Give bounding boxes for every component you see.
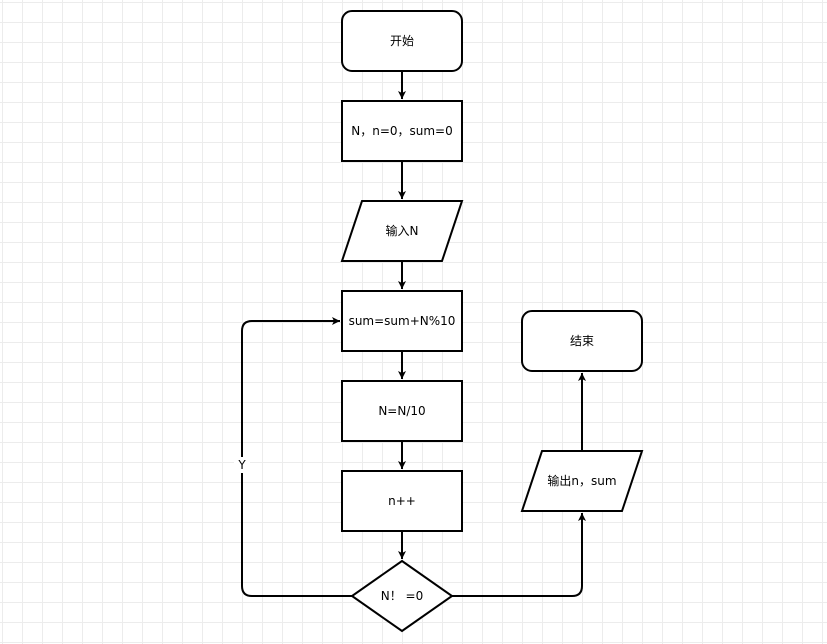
- node-accumulate-label: sum=sum+N%10: [349, 314, 456, 328]
- node-output[interactable]: 输出n，sum: [520, 450, 644, 512]
- node-init-label: N，n=0，sum=0: [351, 124, 453, 138]
- process-shape: [341, 100, 463, 162]
- terminator-shape: [341, 10, 463, 72]
- process-shape: [341, 470, 463, 532]
- node-divide[interactable]: N=N/10: [341, 380, 463, 442]
- node-input-label: 输入N: [386, 223, 419, 238]
- node-init[interactable]: N，n=0，sum=0: [341, 100, 463, 162]
- node-output-label: 输出n，sum: [547, 473, 616, 488]
- node-start-label: 开始: [390, 34, 414, 48]
- edge-condition-to-output: [452, 513, 586, 597]
- io-shape: [520, 450, 644, 512]
- node-end-label: 结束: [570, 334, 594, 348]
- node-input[interactable]: 输入N: [340, 200, 464, 262]
- terminator-shape: [521, 310, 643, 372]
- node-divide-label: N=N/10: [378, 404, 425, 418]
- node-accumulate[interactable]: sum=sum+N%10: [341, 290, 463, 352]
- decision-shape: [350, 559, 454, 633]
- node-condition[interactable]: N！ =0: [350, 559, 454, 633]
- io-shape: [340, 200, 464, 262]
- loop-label-y: Y: [237, 458, 246, 472]
- process-shape: [341, 290, 463, 352]
- node-condition-label: N！ =0: [381, 589, 423, 603]
- node-increment[interactable]: n++: [341, 470, 463, 532]
- node-start[interactable]: 开始: [341, 10, 463, 72]
- edge-loop-back-yes: [241, 317, 352, 597]
- loop-label-bg: [234, 457, 250, 473]
- process-shape: [341, 380, 463, 442]
- node-increment-label: n++: [388, 494, 416, 508]
- node-end[interactable]: 结束: [521, 310, 643, 372]
